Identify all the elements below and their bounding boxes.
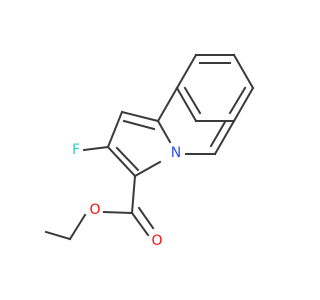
double-bond-inner — [122, 119, 156, 131]
double-bond-inner — [183, 86, 202, 115]
bond-c-o-double — [137, 206, 155, 230]
bond-c-o-double — [130, 211, 150, 237]
atom-label-oxygen-carbonyl: O — [151, 233, 162, 249]
pyridine-ring — [156, 86, 236, 156]
bond — [106, 110, 124, 149]
bond — [175, 53, 198, 90]
atom-label-nitrogen: N — [171, 145, 181, 161]
double-bond-inner — [115, 146, 140, 172]
atom-label-oxygen-ester: O — [89, 202, 100, 218]
double-bond-inner — [228, 86, 247, 115]
bond-c-o-single — [102, 210, 134, 215]
double-bond-inner — [209, 120, 227, 148]
bond-c-f — [82, 145, 110, 152]
bond — [213, 119, 236, 156]
bond-o-ch2 — [68, 213, 87, 241]
bond — [133, 160, 162, 178]
structure-diagram: F N O O — [44, 53, 255, 249]
pyrrole-ring — [106, 110, 162, 178]
bond — [175, 86, 198, 123]
molecule-canvas: F N O O — [44, 53, 255, 249]
ester-group — [44, 174, 155, 241]
atom-label-fluorine: F — [72, 142, 80, 158]
bond — [130, 174, 137, 215]
bond-ch2-ch3 — [44, 230, 72, 241]
bond — [156, 119, 172, 144]
bond — [156, 86, 179, 123]
benzene-ring — [175, 53, 255, 123]
bond — [106, 145, 137, 178]
bond — [120, 110, 160, 123]
bond — [232, 86, 255, 123]
bond — [232, 53, 255, 90]
